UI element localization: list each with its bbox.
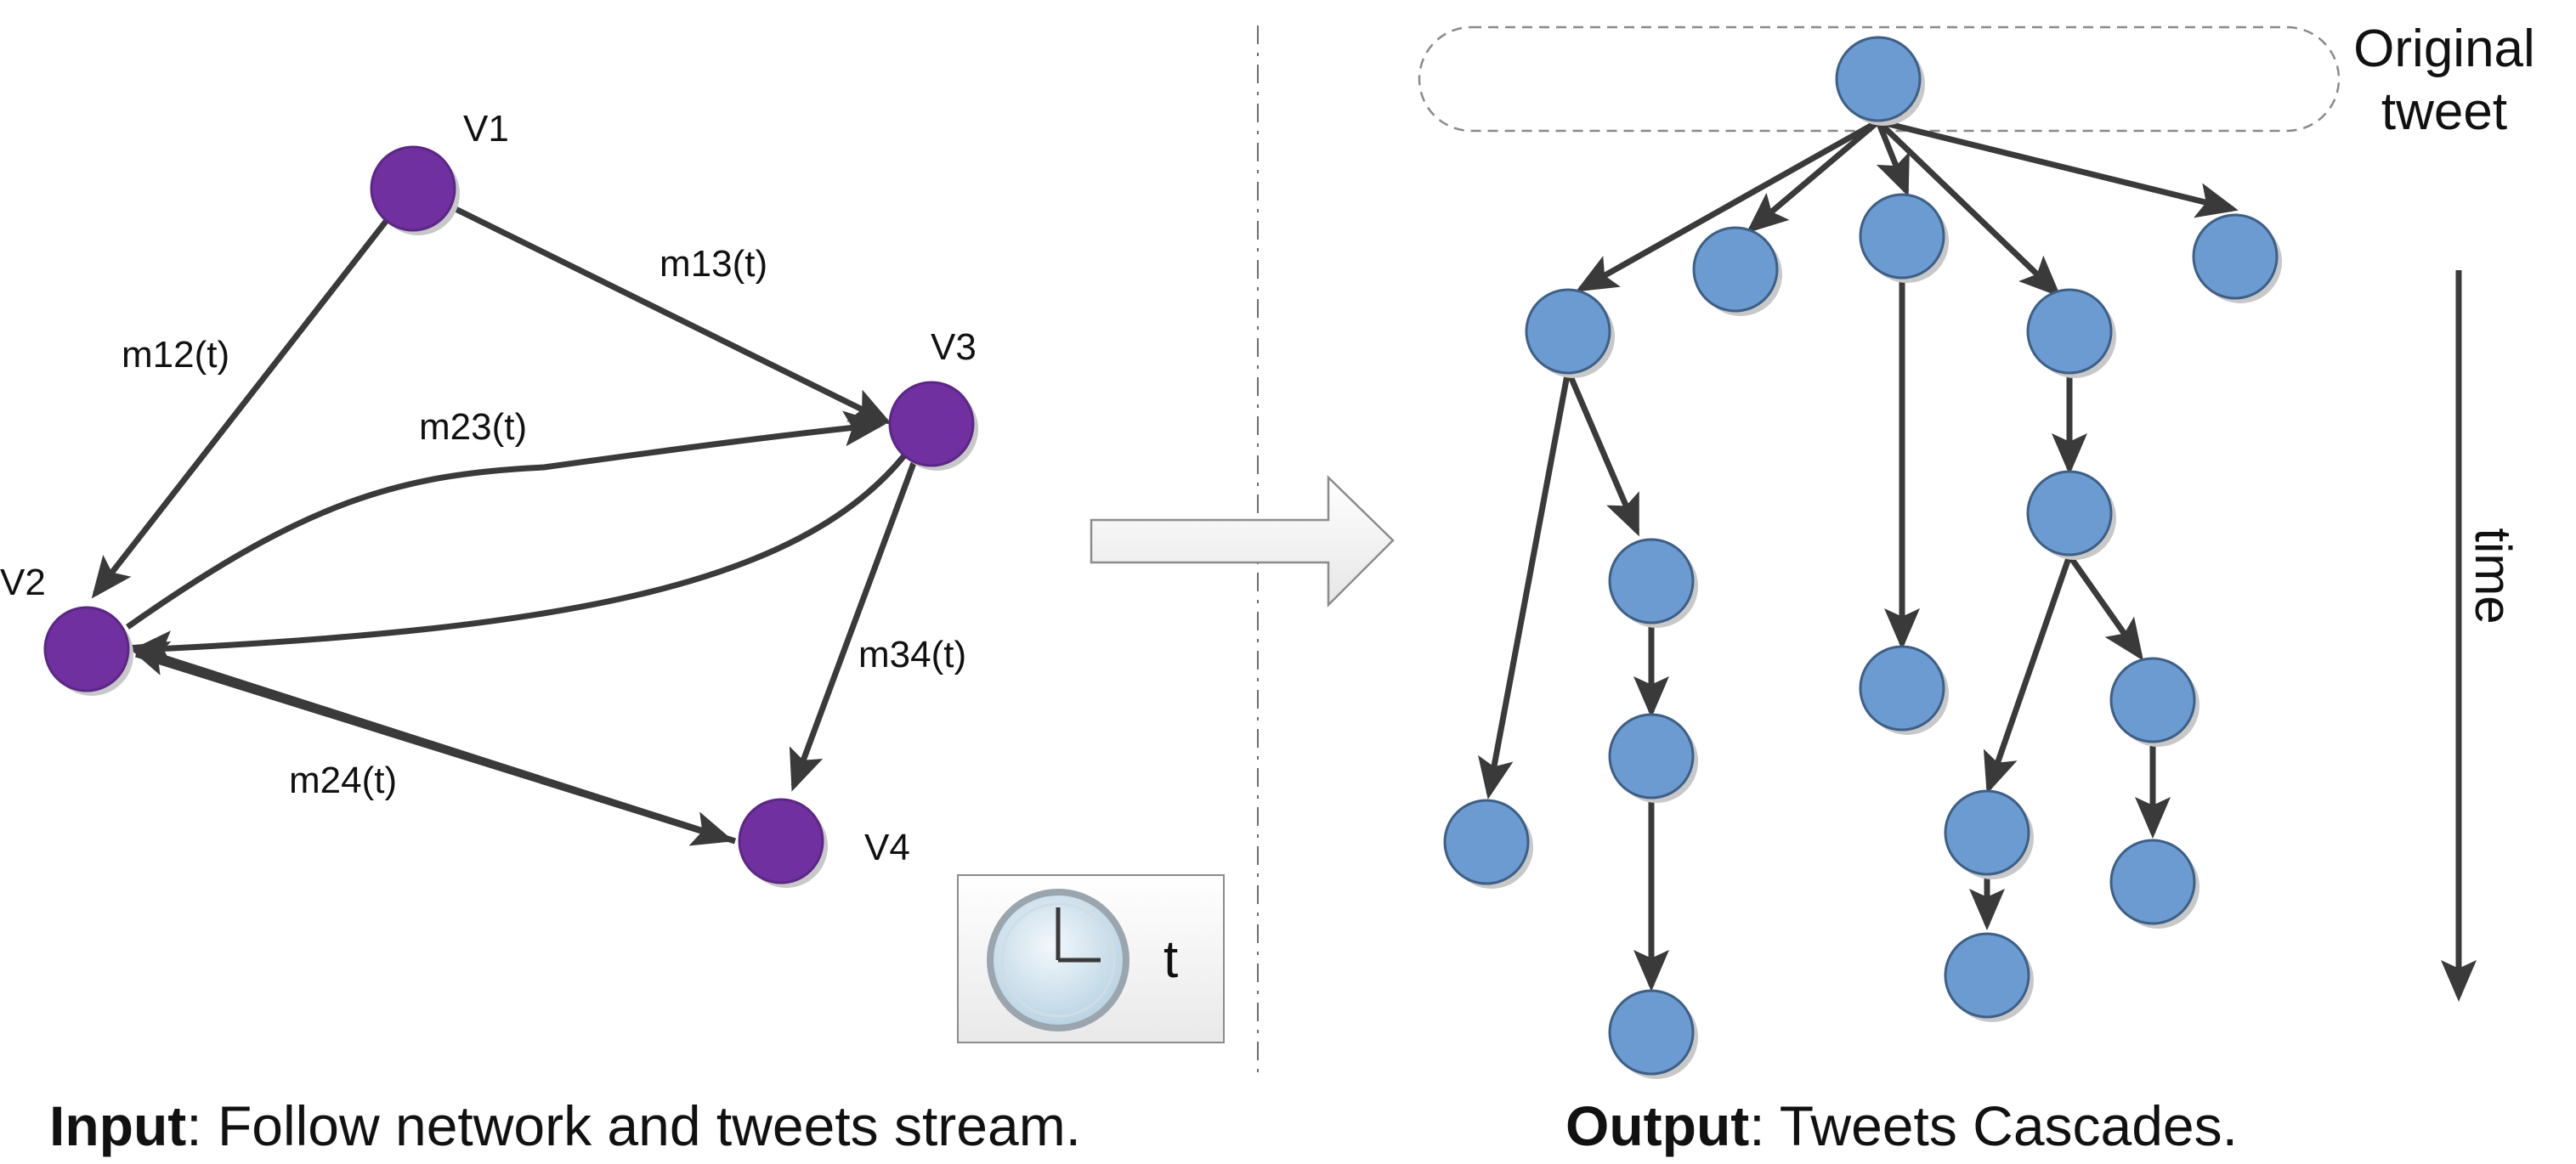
output-caption-bold: Output (1565, 1094, 1749, 1157)
input-caption-text: : Follow network and tweets stream. (186, 1094, 1081, 1157)
clock-label: t (1163, 930, 1178, 989)
edge-label-m13: m13(t) (660, 243, 767, 285)
cascade-node (1944, 789, 2030, 876)
edge-v2-v3 (125, 410, 886, 630)
edge-label-m24: m24(t) (289, 760, 397, 801)
edge-v3-v4 (789, 461, 917, 792)
cascade-node (1692, 226, 1779, 313)
root-label-line2: tweet (2381, 82, 2507, 141)
cascade-node (2109, 657, 2196, 743)
root-label-line1: Original (2353, 20, 2535, 78)
edge-v1-v2 (91, 217, 390, 599)
edge-label-m23: m23(t) (419, 406, 527, 448)
cascade-tree: Original tweet (1418, 20, 2535, 1079)
clock-box: t (957, 874, 1225, 1043)
node-v3 (888, 381, 975, 467)
cascade-node (2026, 288, 2113, 375)
edge-v1-v3 (449, 203, 892, 425)
node-label-v4: V4 (864, 827, 910, 868)
node-label-v1: V1 (463, 108, 509, 150)
node-v2 (43, 606, 130, 692)
cascade-node (1443, 799, 1530, 885)
cascade-node (1608, 538, 1695, 624)
transition-arrow (1090, 475, 1395, 608)
edge-v4-v2 (126, 641, 737, 845)
node-label-v2: V2 (0, 562, 46, 603)
cascade-node (1608, 989, 1695, 1076)
cascade-node (2109, 839, 2196, 925)
input-caption: Input: Follow network and tweets stream. (49, 1094, 1081, 1157)
node-v1 (370, 145, 456, 232)
cascade-root-node (1835, 36, 1922, 122)
edge-v3-v2 (130, 452, 908, 667)
cascade-node (2026, 470, 2113, 557)
input-caption-bold: Input (49, 1094, 186, 1157)
node-label-v3: V3 (931, 326, 977, 368)
cascade-node (2192, 213, 2279, 300)
time-label: time (2465, 528, 2522, 624)
cascade-node (1859, 645, 1945, 732)
node-v4 (738, 798, 824, 884)
input-network: V1 V3 V2 V4 m13(t) m12(t) m23(t) m34(t) … (0, 108, 978, 888)
cascade-node (1525, 288, 1611, 375)
edge-label-m12: m12(t) (122, 334, 229, 376)
cascade-node (1608, 713, 1695, 800)
cascade-node (1944, 932, 2030, 1019)
cascade-node (1859, 193, 1945, 280)
edge-label-m34: m34(t) (858, 634, 966, 675)
output-caption: Output: Tweets Cascades. (1565, 1094, 2238, 1157)
time-axis: time (2441, 270, 2522, 1002)
output-caption-text: : Tweets Cascades. (1749, 1094, 2238, 1157)
